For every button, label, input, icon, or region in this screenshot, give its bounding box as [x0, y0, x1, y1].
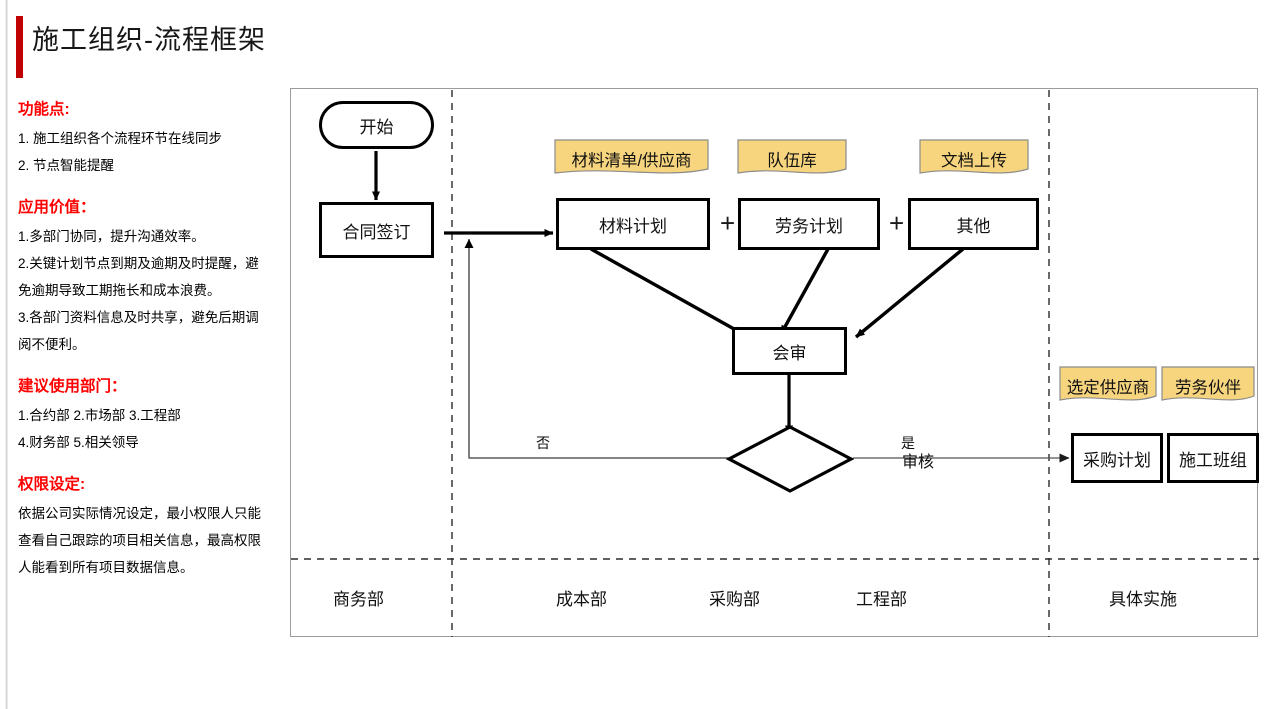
plus-operator-2: + — [889, 208, 905, 238]
diamond-shape — [725, 425, 855, 493]
node-contract-signing[interactable]: 合同签订 — [319, 202, 434, 258]
lane-label-implementation: 具体实施 — [1109, 590, 1177, 609]
node-material-plan[interactable]: 材料计划 — [556, 198, 710, 250]
note-labor-partner: 劳务伙伴 — [1161, 366, 1255, 408]
note-team-library: 队伍库 — [737, 139, 847, 181]
node-joint-review[interactable]: 会审 — [732, 327, 847, 375]
note-label: 材料清单/供应商 — [571, 152, 692, 170]
note-label: 劳务伙伴 — [1175, 379, 1241, 397]
lane-label-engineering: 工程部 — [856, 590, 907, 609]
note-material-list: 材料清单/供应商 — [554, 139, 709, 181]
node-other[interactable]: 其他 — [908, 198, 1039, 250]
info-panel: 功能点: 1. 施工组织各个流程环节在线同步 2. 节点智能提醒 应用价值： 1… — [18, 96, 286, 596]
title-accent-bar — [16, 16, 23, 78]
node-label: 其他 — [956, 216, 991, 236]
note-label: 文档上传 — [941, 152, 1007, 170]
node-work-team[interactable]: 施工班组 — [1167, 433, 1259, 483]
node-label: 合同签订 — [342, 222, 411, 242]
info-line: 人能看到所有项目数据信息。 — [18, 560, 194, 575]
info-line: 查看自己跟踪的项目相关信息，最高权限 — [18, 533, 261, 548]
info-line: 1. 施工组织各个流程环节在线同步 — [18, 131, 223, 146]
info-line: 1.合约部 2.市场部 3.工程部 — [18, 408, 181, 423]
lane-label-purchase: 采购部 — [709, 590, 760, 609]
node-labor-plan[interactable]: 劳务计划 — [738, 198, 880, 250]
info-heading-features: 功能点: — [18, 101, 70, 118]
info-line: 2.关键计划节点到期及逾期及时提醒，避 — [18, 256, 259, 271]
edge-label-yes: 是 — [901, 435, 915, 451]
flowchart-frame: 材料清单/供应商 队伍库 文档上传 选定供应商 劳务伙伴 开始 合同签订 材料计… — [290, 88, 1259, 637]
node-label: 材料计划 — [599, 216, 667, 236]
info-line: 2. 节点智能提醒 — [18, 158, 115, 173]
edge-label-no: 否 — [536, 435, 550, 451]
info-block-permissions: 权限设定: 依据公司实际情况设定，最小权限人只能 查看自己跟踪的项目相关信息，最… — [18, 471, 286, 581]
note-doc-upload: 文档上传 — [919, 139, 1029, 181]
lane-label-cost: 成本部 — [556, 590, 607, 609]
info-line: 阅不便利。 — [18, 337, 86, 352]
info-line: 免逾期导致工期拖长和成本浪费。 — [18, 283, 221, 298]
page-title: 施工组织-流程框架 — [32, 25, 266, 55]
info-block-departments: 建议使用部门： 1.合约部 2.市场部 3.工程部 4.财务部 5.相关领导 — [18, 373, 286, 456]
info-line: 1.多部门协同，提升沟通效率。 — [18, 229, 205, 244]
page-left-gutter — [5, 0, 8, 709]
node-label: 劳务计划 — [775, 216, 843, 236]
note-select-supplier: 选定供应商 — [1059, 366, 1157, 408]
node-purchase-plan[interactable]: 采购计划 — [1071, 433, 1163, 483]
node-start[interactable]: 开始 — [319, 101, 434, 149]
node-label: 会审 — [772, 343, 807, 363]
info-block-value: 应用价值： 1.多部门协同，提升沟通效率。 2.关键计划节点到期及逾期及时提醒，… — [18, 194, 286, 358]
note-label: 队伍库 — [767, 152, 817, 170]
info-heading-departments: 建议使用部门： — [18, 378, 127, 395]
lane-label-business: 商务部 — [333, 590, 384, 609]
flowchart-connectors — [291, 90, 1259, 637]
plus-operator-1: + — [720, 208, 736, 238]
node-label: 施工班组 — [1179, 450, 1247, 470]
info-block-features: 功能点: 1. 施工组织各个流程环节在线同步 2. 节点智能提醒 — [18, 96, 286, 179]
note-label: 选定供应商 — [1066, 379, 1150, 397]
node-label: 开始 — [359, 117, 394, 137]
info-heading-permissions: 权限设定: — [18, 476, 86, 493]
node-label: 采购计划 — [1083, 450, 1151, 470]
info-heading-value: 应用价值： — [18, 199, 96, 216]
node-approve-decision[interactable]: 审核 — [725, 424, 934, 494]
info-line: 4.财务部 5.相关领导 — [18, 435, 139, 450]
info-line: 依据公司实际情况设定，最小权限人只能 — [18, 506, 261, 521]
info-line: 3.各部门资料信息及时共享，避免后期调 — [18, 310, 259, 325]
